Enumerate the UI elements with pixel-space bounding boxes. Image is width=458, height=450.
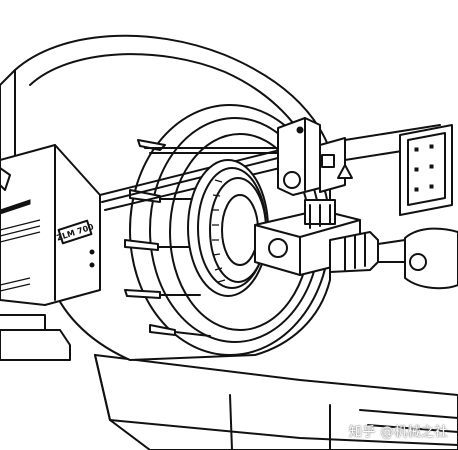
mounting-plate — [399, 124, 453, 216]
spindle-shaft — [329, 227, 458, 290]
lathe-bed — [0, 314, 458, 450]
rotary-encoder — [187, 159, 269, 297]
laser-head: ZLM 700 — [0, 144, 101, 306]
reflector-bracket — [277, 117, 441, 196]
watermark: 知乎 @机械之社 — [348, 425, 448, 440]
